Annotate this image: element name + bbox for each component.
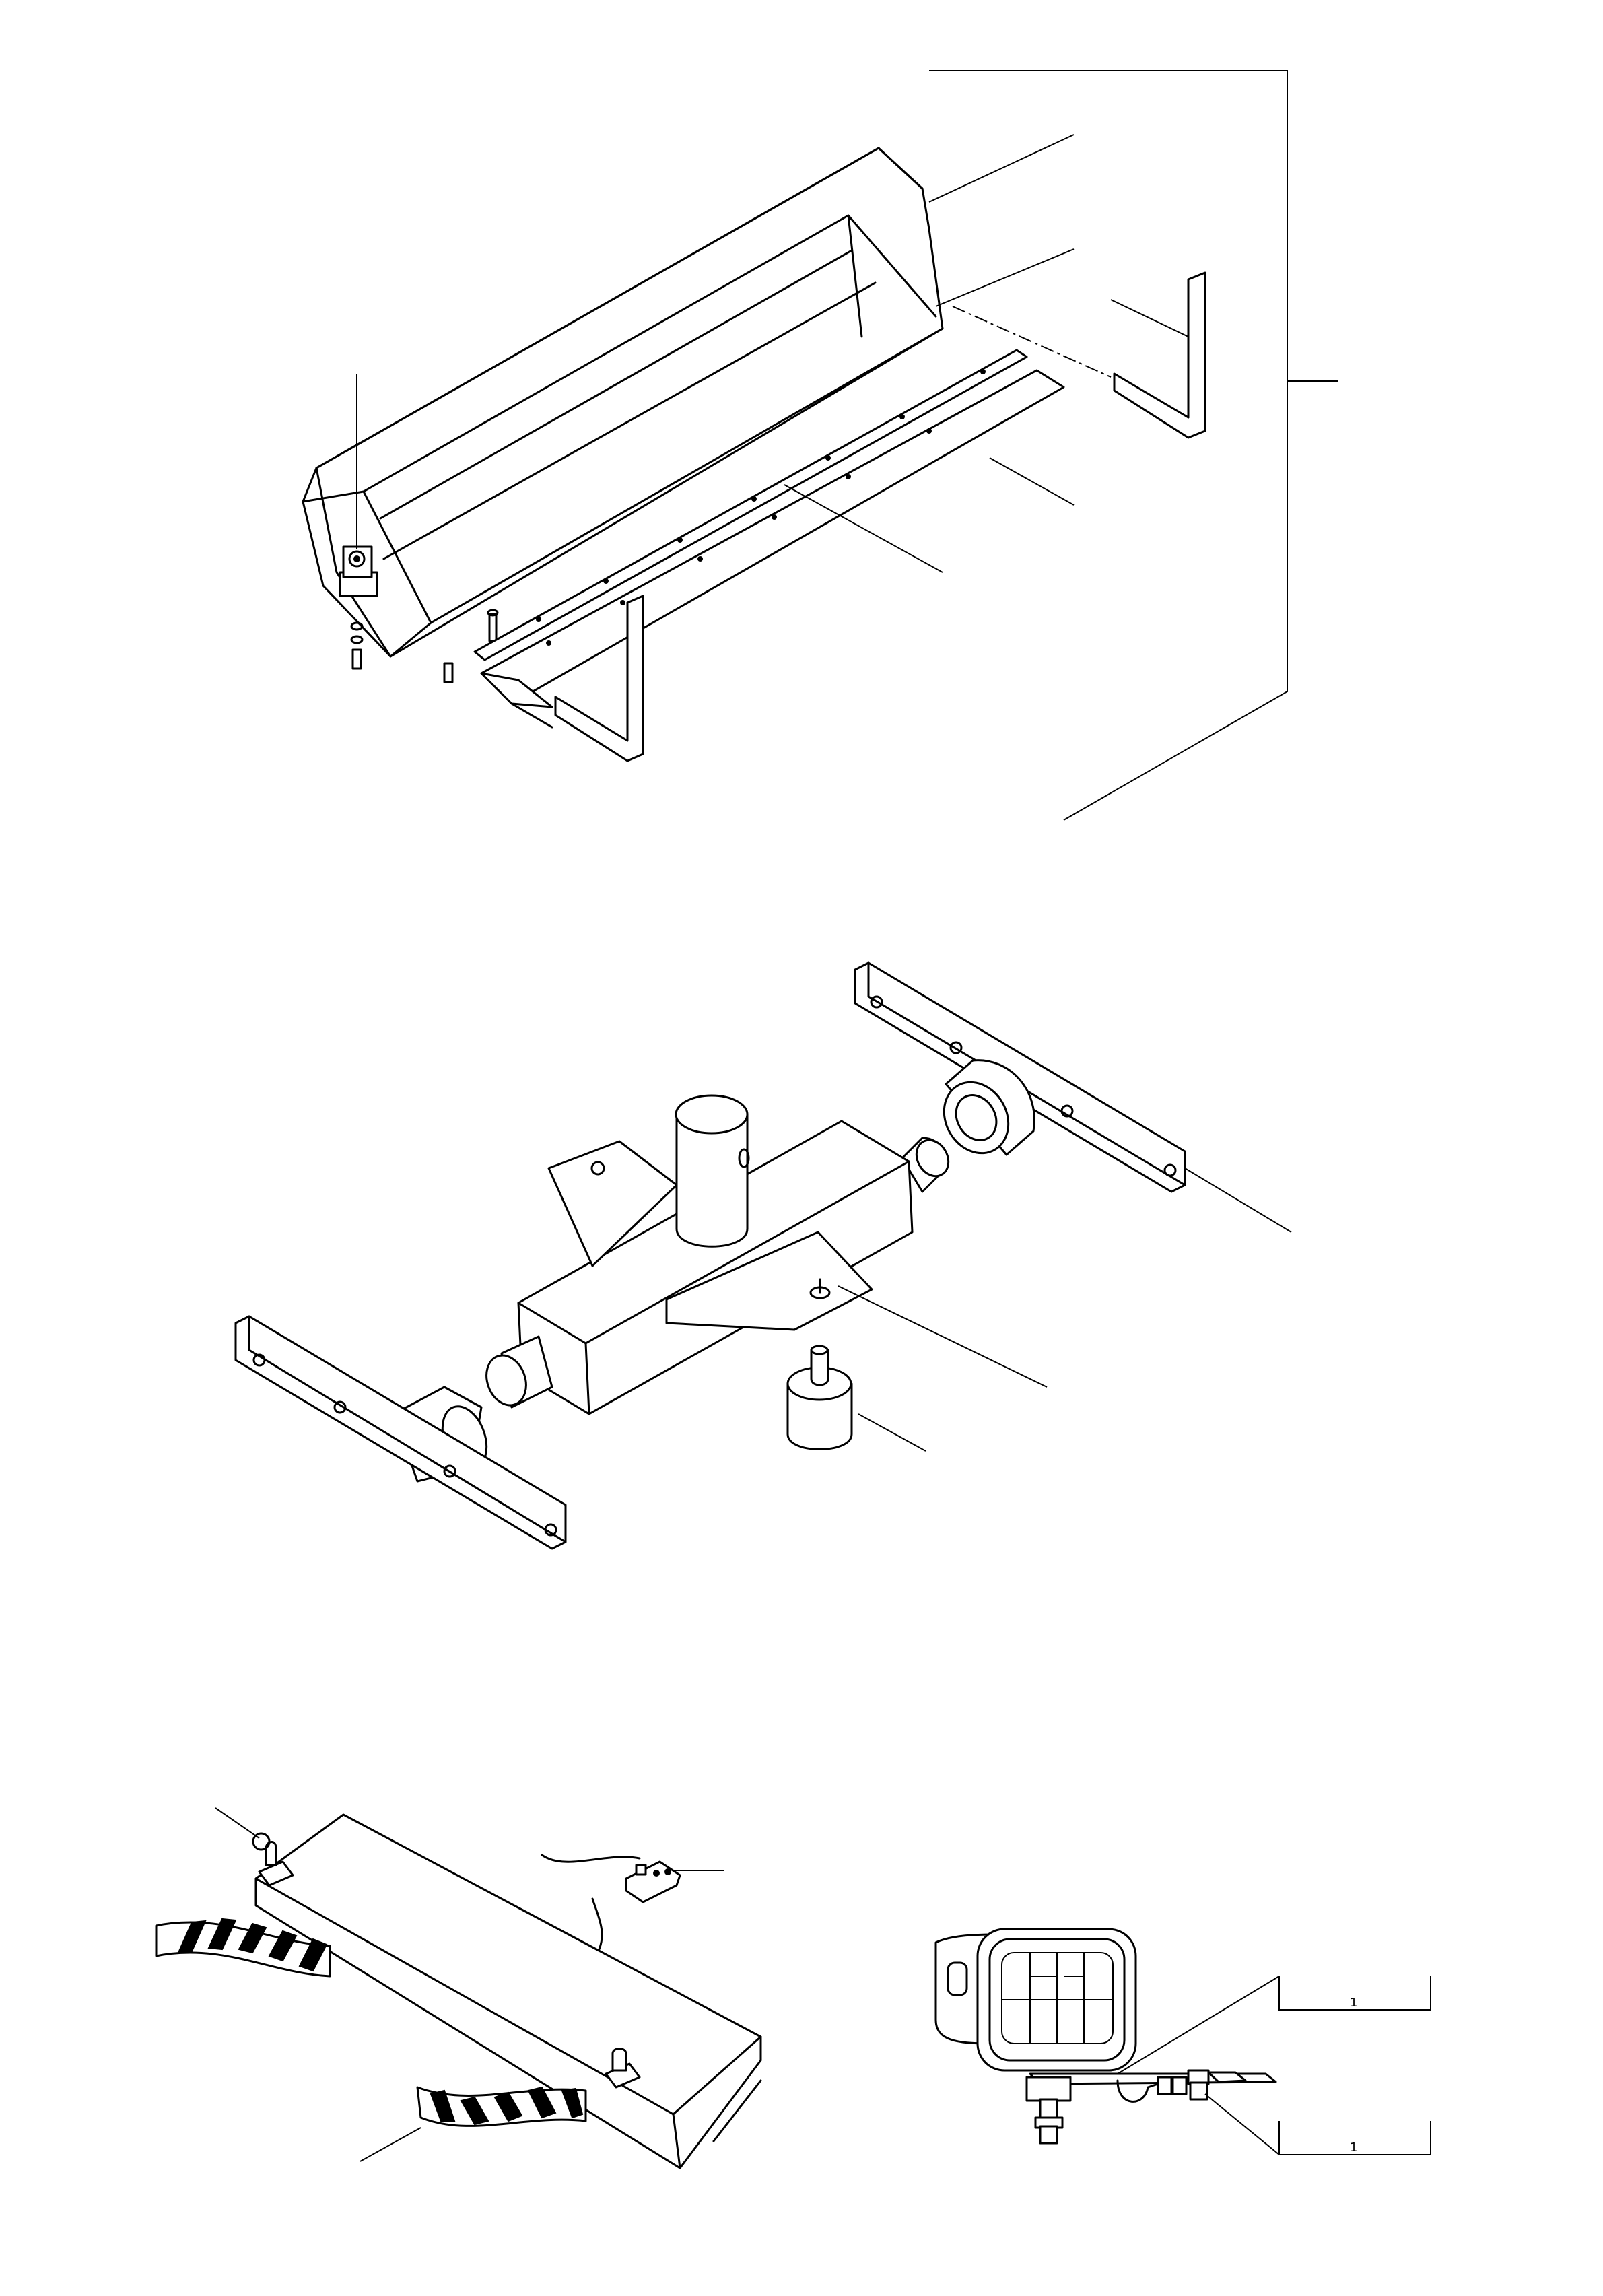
group-bracket — [929, 70, 1288, 821]
leader-hopper-inner — [935, 248, 1075, 307]
work-lamp-assembly: 1 1 — [934, 1928, 1431, 2155]
shaft-left — [485, 1335, 553, 1409]
alignment-centerline — [952, 306, 1112, 378]
bushing-right — [943, 1059, 1035, 1156]
flat-bar-right — [854, 961, 1186, 1193]
shaft-right — [901, 1137, 950, 1193]
switch-box — [625, 1860, 681, 1903]
leader-buffer — [858, 1413, 926, 1452]
clip-right — [605, 2048, 641, 2089]
lamp-mounting-bracket — [1025, 2069, 1277, 2145]
leader-gusset — [838, 1285, 1048, 1388]
l-bracket-right — [1113, 271, 1206, 439]
pivot-frame-assembly — [234, 961, 1292, 1550]
leader-wear-strip — [784, 484, 943, 573]
callout-box-lower — [1278, 2121, 1431, 2155]
leader-lamp-lower — [1204, 2093, 1280, 2155]
pivot-bracket — [339, 545, 378, 597]
warning-stripe-lower — [416, 2086, 587, 2127]
guard-bar-assembly — [155, 1807, 762, 2169]
vertical-post — [675, 1094, 750, 1248]
callout-number-upper: 1 — [1350, 1996, 1357, 2010]
lamp-cable — [1116, 2079, 1159, 2103]
bolt-upright — [487, 609, 499, 642]
rubber-buffer — [786, 1345, 853, 1450]
leader-stripe — [360, 2127, 421, 2162]
clip-left — [252, 1832, 294, 1887]
hopper-assembly — [302, 70, 1338, 821]
flat-bar-left — [234, 1315, 567, 1550]
switch-cable-lower — [591, 1897, 603, 1951]
gusset-plate-bottom — [665, 1231, 873, 1331]
switch-cable — [541, 1854, 641, 1863]
leader-clip — [215, 1807, 260, 1839]
leader-l-bracket — [1110, 299, 1189, 337]
wear-strip — [473, 349, 1028, 661]
leader-lamp-upper — [1117, 1976, 1280, 2074]
callout-box-upper — [1278, 1976, 1431, 2011]
bolt-washer-stack — [350, 621, 364, 670]
l-bracket-left — [554, 595, 644, 762]
warning-stripe-upper — [155, 1918, 331, 1978]
lamp-reflector-pattern — [1001, 1952, 1114, 2044]
callout-number-lower: 1 — [1350, 2140, 1357, 2155]
hopper-body — [302, 147, 944, 658]
leader-hopper — [928, 134, 1075, 203]
leader-cutting-edge — [989, 457, 1075, 506]
bolt-bottom — [443, 662, 454, 683]
leader-flat-bar — [1184, 1168, 1292, 1233]
